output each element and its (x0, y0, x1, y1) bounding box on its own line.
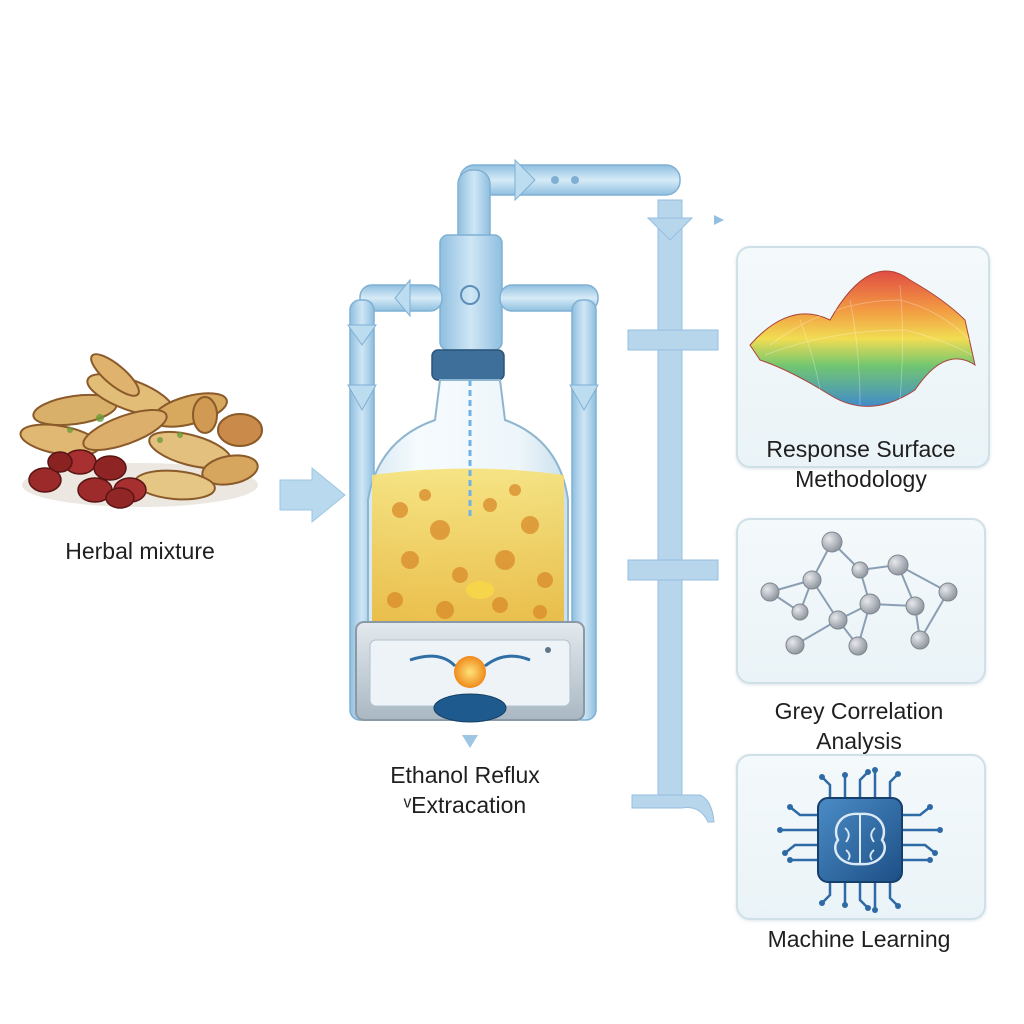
herbal-mixture-label: Herbal mixture (65, 538, 215, 564)
rsm-label-line2: Methodology (795, 466, 927, 492)
gca-label-line2: Analysis (816, 728, 902, 754)
flow-arrow-icon (279, 466, 346, 524)
reflux-flask-icon (347, 158, 681, 748)
gca-label-line1: Grey Correlation (774, 698, 944, 724)
distribution-pipe-icon (627, 199, 724, 823)
rsm-label: Response Surface Methodology (740, 434, 982, 494)
3d-surface-plot-icon (749, 270, 976, 407)
gca-label: Grey Correlation Analysis (736, 696, 982, 756)
rsm-label-line1: Response Surface (766, 436, 956, 462)
node-network-icon (760, 531, 958, 656)
extraction-label: Ethanol Reflux ᵛExtracation (340, 760, 590, 820)
herbal-slices-icon (19, 353, 263, 509)
extraction-label-line2: ᵛExtracation (403, 792, 527, 818)
brain-chip-icon (777, 767, 943, 913)
ml-label: Machine Learning (767, 926, 951, 952)
extraction-label-line1: Ethanol Reflux (390, 762, 540, 788)
